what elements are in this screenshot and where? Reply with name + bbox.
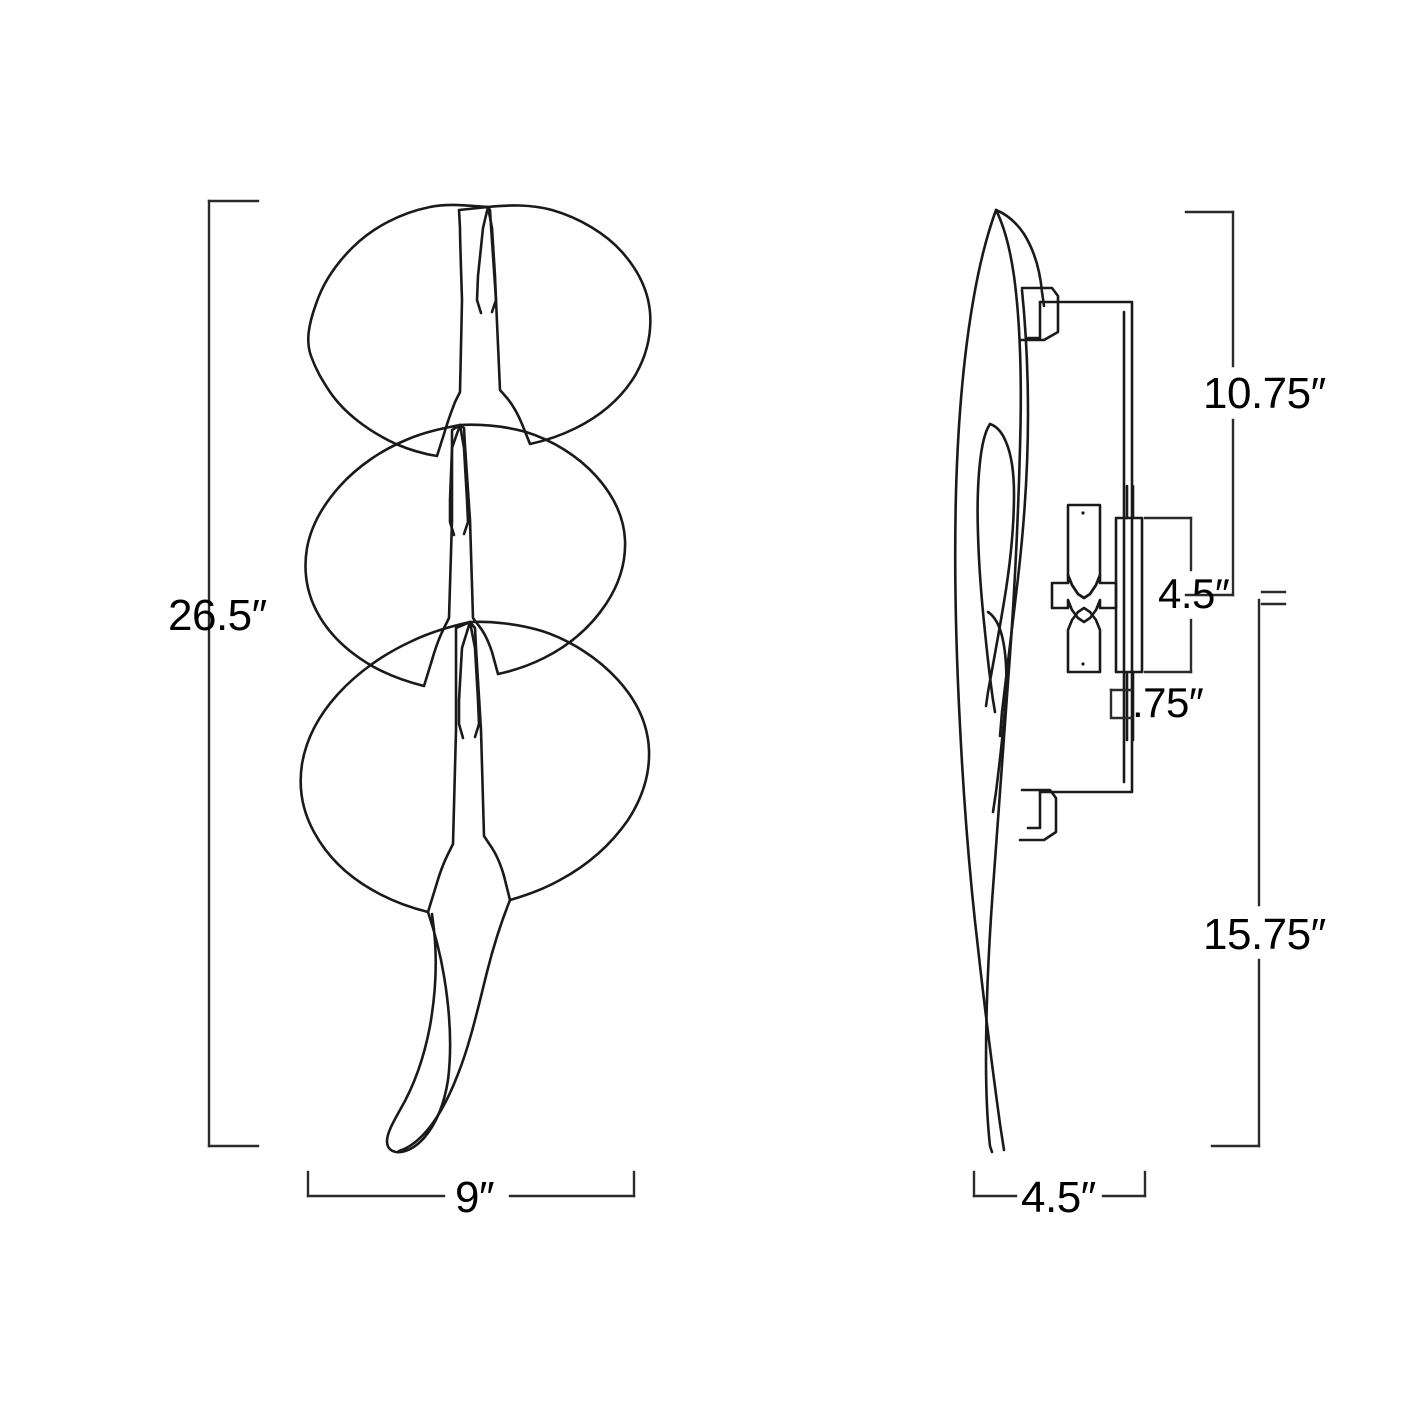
dim-backplate-depth (1109, 688, 1133, 720)
dimension-label-front-width: 9″ (455, 1173, 495, 1222)
dim-top-section (1184, 210, 1235, 597)
dimension-label-top-section: 10.75″ (1203, 369, 1326, 418)
dim-bottom-section (1210, 598, 1261, 1148)
wall-backplate-bottom-edge (1026, 790, 1042, 830)
side-leaf-middle-profile (984, 422, 1016, 708)
ginkgo-leaf-bottom-notch (457, 620, 481, 740)
side-leaf-outer-edge-inner (984, 208, 1023, 1154)
ginkgo-leaf-bottom (299, 620, 472, 914)
ginkgo-stem (385, 910, 452, 1154)
side-leaf-middle-profile-inner (976, 422, 997, 714)
dim-socket-section-leader (1260, 590, 1287, 606)
ginkgo-leaf-middle (304, 423, 462, 688)
ginkgo-leaf-top-right-half (486, 204, 652, 446)
ginkgo-leaf-middle-right-half (458, 423, 627, 676)
side-leaf-bottom-profile (986, 610, 1008, 814)
ginkgo-leaf-middle-notch (448, 423, 470, 537)
socket-lower (1066, 606, 1102, 674)
ginkgo-leaf-top-notch (475, 205, 498, 315)
side-elevation-view (953, 208, 1144, 1154)
dimension-lines (207, 199, 1287, 1198)
side-leaf-outer-edge (953, 208, 1006, 1152)
dim-socket-section (1143, 516, 1287, 674)
top-mount-block (1018, 286, 1060, 342)
dimension-label-socket-section: 4.5″ (1158, 570, 1230, 617)
ginkgo-leaf-top (306, 203, 490, 458)
dimension-label-side-width: 4.5″ (1021, 1173, 1096, 1222)
ginkgo-stem-inner-edge (397, 898, 512, 1153)
dim-overall-height (207, 199, 260, 1148)
side-leaf-top-profile (994, 208, 1046, 308)
mounting-rail (1114, 516, 1144, 674)
wall-backplate-top-edge (1026, 300, 1042, 340)
dimension-label-bottom-section: 15.75″ (1203, 910, 1326, 959)
mounting-rail-stem-top (1125, 484, 1135, 520)
bottom-mount-block (1018, 788, 1058, 842)
ginkgo-leaf-bottom-right-half (468, 620, 651, 902)
front-elevation-view (299, 203, 652, 1154)
socket-crossbar (1050, 573, 1118, 624)
dimension-label-backplate-depth: .75″ (1132, 679, 1204, 726)
dim-front-width (306, 1170, 636, 1198)
wall-backplate (1038, 300, 1134, 794)
dim-backplate-depth-bracket (1109, 688, 1133, 720)
socket-lower-center-dot (1081, 662, 1085, 666)
mounting-rail-stem-bottom (1125, 670, 1135, 742)
dimension-label-overall-height: 26.5″ (168, 591, 267, 640)
side-leaf-top-profile-inner (998, 288, 1030, 738)
socket-upper-center-dot (1081, 511, 1085, 515)
dim-side-width (972, 1170, 1147, 1198)
